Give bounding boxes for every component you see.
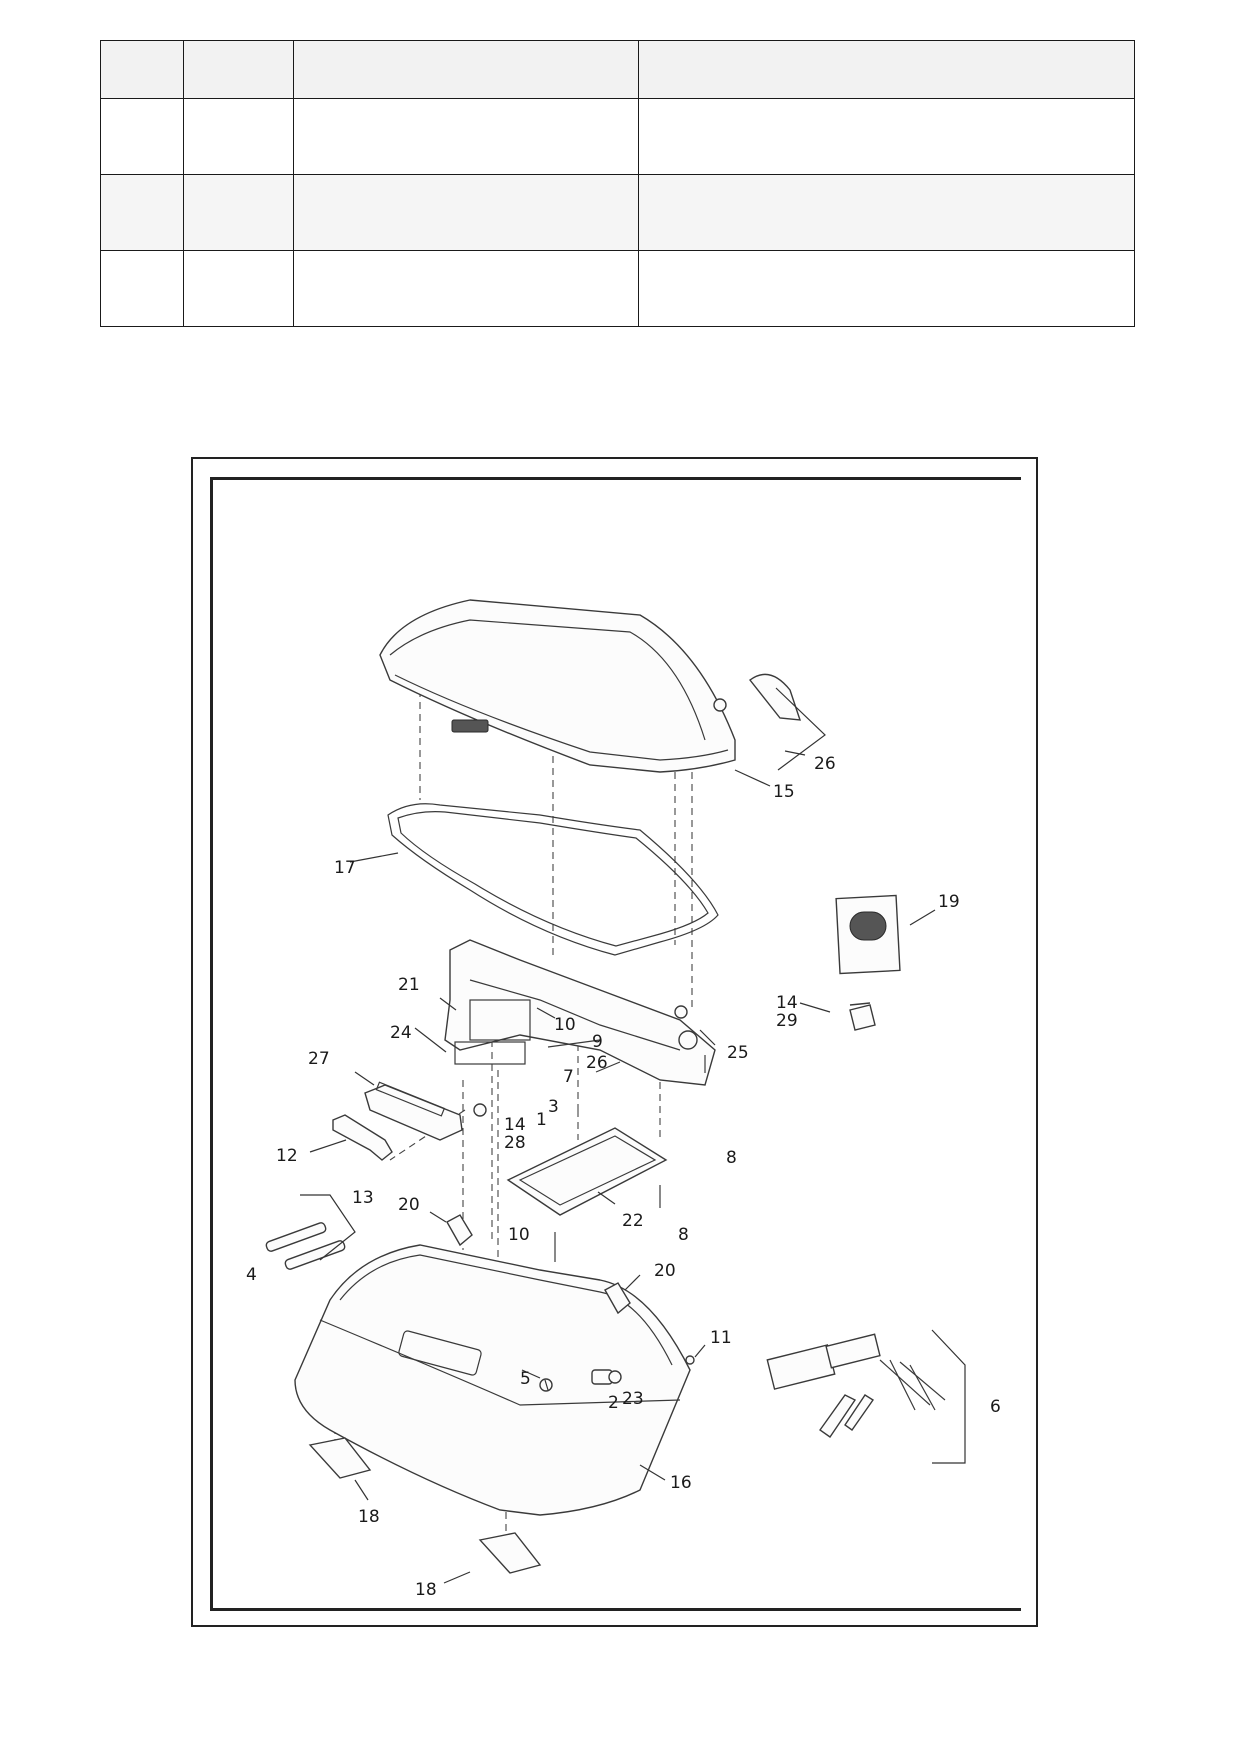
table-row — [100, 250, 1135, 327]
key — [332, 1114, 393, 1161]
callout-label: 6 — [990, 1397, 1001, 1417]
parts-table — [100, 40, 1135, 327]
table-cell — [638, 174, 1135, 251]
callout-label: 15 — [773, 782, 795, 802]
table-cell — [638, 250, 1135, 327]
table-cell — [183, 174, 294, 251]
hardware — [473, 673, 876, 1392]
leader-lines — [309, 750, 936, 1584]
latch-handle — [364, 1081, 463, 1141]
callout-label: 27 — [308, 1049, 330, 1069]
tool-kit — [766, 1333, 946, 1438]
callout-label: 2 — [608, 1393, 619, 1413]
callout-labels: 1 2 3 4 5 6 7 8 8 9 10 10 11 12 13 14 14… — [246, 754, 1001, 1600]
table-cell — [293, 40, 639, 99]
table-row — [100, 174, 1135, 251]
callout-label: 18 — [415, 1580, 437, 1600]
callout-label: 9 — [592, 1032, 603, 1052]
callout-label: 24 — [390, 1023, 412, 1043]
latch-housing — [444, 939, 716, 1086]
callout-label: 7 — [563, 1067, 574, 1087]
lid-gasket — [387, 803, 719, 956]
table-cell — [100, 40, 184, 99]
manual-booklet — [835, 894, 901, 975]
callout-label: 11 — [710, 1328, 732, 1348]
callout-label: 8 — [678, 1225, 689, 1245]
callout-label: 21 — [398, 975, 420, 995]
callout-label: 18 — [358, 1507, 380, 1527]
callout-label: 22 — [622, 1211, 644, 1231]
group-brackets — [300, 687, 966, 1464]
callout-label: 23 — [622, 1389, 644, 1409]
saddlebag-lid — [379, 599, 736, 773]
trim-strips — [265, 1222, 346, 1270]
callout-label: 13 — [352, 1188, 374, 1208]
callout-label: 1 — [536, 1110, 547, 1130]
callout-label: 14 — [504, 1115, 526, 1135]
table-cell — [293, 174, 639, 251]
callout-label: 12 — [276, 1146, 298, 1166]
table-cell — [183, 250, 294, 327]
table-header-row — [100, 40, 1135, 99]
callout-label: 16 — [670, 1473, 692, 1493]
table-cell — [100, 250, 184, 327]
callout-label: 5 — [520, 1369, 531, 1389]
callout-label: 19 — [938, 892, 960, 912]
callout-label: 25 — [727, 1043, 749, 1063]
hinges — [446, 1214, 631, 1315]
table-cell — [638, 40, 1135, 99]
mounting-clip — [308, 1437, 542, 1574]
callout-label: 14 — [776, 993, 798, 1013]
callout-label: 8 — [726, 1148, 737, 1168]
callout-label: 26 — [814, 754, 836, 774]
callout-label: 4 — [246, 1265, 257, 1285]
callout-label: 28 — [504, 1133, 526, 1153]
callout-label: 29 — [776, 1011, 798, 1031]
callout-label: 17 — [334, 858, 356, 878]
callout-label: 20 — [654, 1261, 676, 1281]
saddlebag-body — [294, 1244, 691, 1516]
callout-label: 20 — [398, 1195, 420, 1215]
table-cell — [293, 250, 639, 327]
callout-label: 26 — [586, 1053, 608, 1073]
floor-plate — [506, 1127, 668, 1216]
callout-label: 10 — [508, 1225, 530, 1245]
callout-label: 10 — [554, 1015, 576, 1035]
table-cell — [638, 98, 1135, 175]
table-cell — [183, 98, 294, 175]
callout-label: 3 — [548, 1097, 559, 1117]
